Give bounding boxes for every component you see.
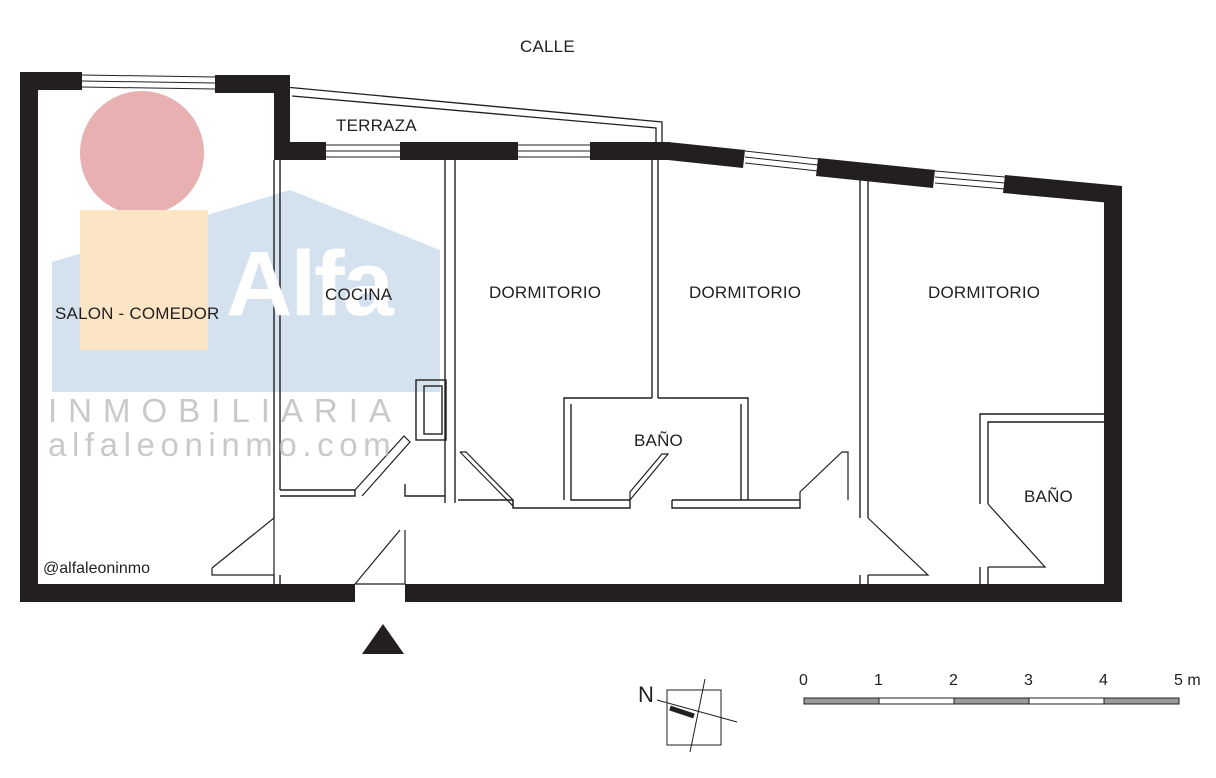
scale-label-2: 2 — [949, 672, 958, 689]
scale-bar — [803, 697, 1180, 705]
scale-label-0: 0 — [799, 672, 808, 689]
scale-label-4: 4 — [1099, 672, 1108, 689]
north-compass-icon — [656, 678, 738, 753]
room-label-living-dining: SALON - COMEDOR — [55, 304, 220, 323]
outer-walls — [20, 72, 1122, 602]
watermark-url: alfaleoninmo.com — [48, 426, 397, 463]
street-label: CALLE — [520, 37, 575, 56]
scale-label-1: 1 — [874, 672, 883, 689]
terrace-label: TERRAZA — [336, 116, 417, 135]
entrance-arrow-icon — [362, 624, 404, 654]
watermark-logo — [52, 91, 440, 392]
room-label-bedroom-3: DORMITORIO — [928, 283, 1041, 302]
room-label-bathroom-2: BAÑO — [1024, 487, 1073, 506]
room-label-bedroom-2: DORMITORIO — [689, 283, 802, 302]
terrace-outline — [284, 86, 663, 142]
watermark-circle — [80, 91, 204, 215]
north-label: N — [638, 682, 654, 707]
watermark-subtitle: INMOBILIARIA — [48, 392, 402, 429]
room-label-kitchen: COCINA — [325, 285, 393, 304]
scale-label-5: 5 m — [1174, 672, 1201, 689]
doors — [211, 435, 1047, 585]
watermark-brand: Alfa — [226, 233, 394, 335]
interior-walls — [273, 160, 1104, 584]
scale-label-3: 3 — [1024, 672, 1033, 689]
watermark-bar — [80, 210, 208, 350]
room-label-bathroom-1: BAÑO — [634, 431, 683, 450]
windows — [81, 74, 1006, 190]
social-handle: @alfaleoninmo — [43, 560, 150, 577]
room-label-bedroom-1: DORMITORIO — [489, 283, 602, 302]
